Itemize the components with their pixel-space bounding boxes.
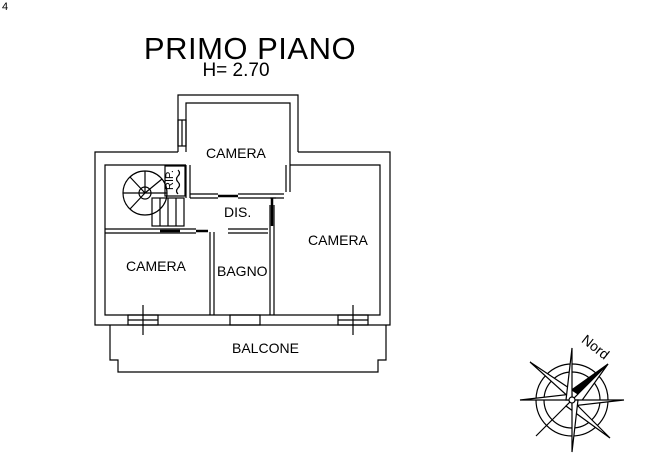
room-camera-left: CAMERA (126, 258, 186, 274)
ceiling-height: H= 2.70 (202, 60, 270, 81)
room-bagno: BAGNO (217, 263, 268, 279)
compass-icon (519, 347, 625, 453)
walls (94, 94, 391, 373)
floor-title: PRIMO PIANO (143, 31, 357, 66)
room-camera-right: CAMERA (308, 232, 368, 248)
room-camera-top: CAMERA (206, 145, 266, 161)
room-dis: DIS. (224, 204, 252, 220)
room-balcone: BALCONE (232, 340, 299, 356)
room-rip: RIP. (164, 170, 176, 190)
sheet-number: 4 (2, 1, 9, 13)
